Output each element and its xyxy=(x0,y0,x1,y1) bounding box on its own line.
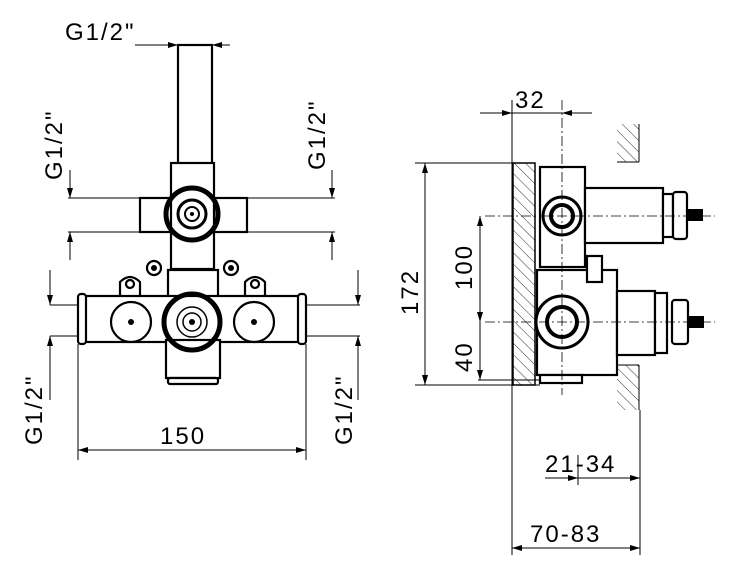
lower-offset-label: 40 xyxy=(451,341,478,372)
front-view: G1/2" G1/2" G1/2" G1/2" G1/2" 150 xyxy=(21,19,361,460)
width-dimension-label: 150 xyxy=(160,423,206,450)
height-dimension-label: 172 xyxy=(397,269,424,315)
adjust-range-short-label: 21-34 xyxy=(545,451,616,478)
lower-left-thread-label: G1/2" xyxy=(21,374,48,445)
upper-right-thread-label: G1/2" xyxy=(304,99,331,170)
lower-right-thread-label: G1/2" xyxy=(331,374,358,445)
adjust-range-long-label: 70-83 xyxy=(530,521,601,548)
upper-left-thread-label: G1/2" xyxy=(41,109,68,180)
top-thread-label: G1/2" xyxy=(65,19,136,46)
side-view: 32 172 100 40 21-34 70-83 xyxy=(397,87,715,555)
depth-dimension-label: 32 xyxy=(515,87,546,114)
outlet-spacing-label: 100 xyxy=(451,244,478,290)
